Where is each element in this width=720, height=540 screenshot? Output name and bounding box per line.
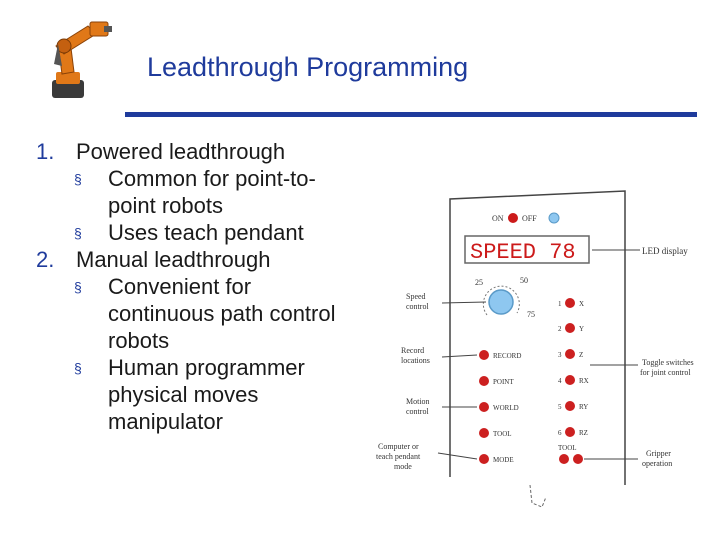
bullet-marker: § — [74, 225, 82, 241]
robot-arm-icon — [52, 21, 112, 98]
teach-pendant-diagram: ON OFF SPEED 78 LED display 25 50 75 Spe… — [376, 190, 694, 508]
sub-item-line: Human programmer — [108, 355, 305, 380]
record-label: RECORD — [493, 352, 521, 360]
mode-callout: teach pendant — [376, 452, 421, 461]
off-led-icon — [548, 212, 560, 224]
sub-item-line: continuous path control — [108, 301, 336, 326]
toggle-callout: Toggle switches — [642, 358, 694, 367]
axis-label: RZ — [579, 429, 588, 437]
led-text: SPEED 78 — [470, 240, 576, 265]
world-label: WORLD — [493, 404, 519, 412]
axis-z-button[interactable] — [565, 349, 575, 359]
gripper-close-button[interactable] — [573, 454, 583, 464]
speed-callout: control — [406, 302, 429, 311]
axis-ry-button[interactable] — [565, 401, 575, 411]
sub-item: § Common for point-to- point robots — [36, 165, 396, 219]
slide-title: Leadthrough Programming — [147, 52, 469, 82]
axis-label: RY — [579, 403, 588, 411]
record-callout: locations — [401, 356, 430, 365]
list-item: 1. Powered leadthrough — [36, 138, 396, 165]
gripper-open-button[interactable] — [559, 454, 569, 464]
sub-item: § Human programmer physical moves manipu… — [36, 354, 396, 435]
led-display — [464, 235, 590, 264]
sub-item: § Uses teach pendant — [36, 219, 396, 246]
title-underline — [125, 112, 697, 117]
motion-callout: control — [406, 407, 429, 416]
speed-dial[interactable] — [488, 289, 514, 315]
sub-item-line: Common for point-to- — [108, 166, 316, 191]
sub-item-line: physical moves — [108, 382, 259, 407]
tool-label: TOOL — [493, 430, 512, 438]
point-label: POINT — [493, 378, 514, 386]
sub-item-line: robots — [108, 328, 170, 353]
axis-number: 4 — [558, 377, 562, 385]
pendant-body — [449, 190, 626, 485]
dial-tick-label: 25 — [475, 278, 483, 287]
axis-label: X — [579, 300, 584, 308]
dial-tick-label: 50 — [520, 276, 528, 285]
record-callout: Record — [401, 346, 424, 355]
axis-number: 6 — [558, 429, 562, 437]
mode-button[interactable] — [479, 454, 489, 464]
axis-y-button[interactable] — [565, 323, 575, 333]
axis-label: Z — [579, 351, 583, 359]
toggle-callout: for joint control — [640, 368, 691, 377]
axis-label: RX — [579, 377, 589, 385]
list-item: 2. Manual leadthrough — [36, 246, 396, 273]
point-button[interactable] — [479, 376, 489, 386]
tool-button[interactable] — [479, 428, 489, 438]
sub-item-line: Convenient for — [108, 274, 252, 299]
motion-callout: Motion — [406, 397, 430, 406]
sub-item-line: manipulator — [108, 409, 223, 434]
item-text: Manual leadthrough — [76, 247, 271, 272]
gripper-label: TOOL — [558, 444, 577, 452]
bullet-marker: § — [74, 279, 82, 295]
sub-item: § Convenient for continuous path control… — [36, 273, 396, 354]
record-button[interactable] — [479, 350, 489, 360]
on-led-icon — [508, 213, 518, 223]
sub-item-line: point robots — [108, 193, 223, 218]
axis-rz-button[interactable] — [565, 427, 575, 437]
axis-number: 5 — [558, 403, 562, 411]
axis-x-button[interactable] — [565, 298, 575, 308]
on-label: ON — [492, 214, 504, 223]
mode-callout: mode — [394, 462, 412, 471]
axis-number: 2 — [558, 325, 562, 333]
button-column-left: RECORD POINT WORLD TOOL MODE — [479, 350, 521, 464]
axis-rx-button[interactable] — [565, 375, 575, 385]
gripper-callout: operation — [642, 459, 672, 468]
item-number: 2. — [36, 247, 55, 272]
bullet-outline: 1. Powered leadthrough § Common for poin… — [36, 138, 396, 435]
item-number: 1. — [36, 139, 55, 164]
item-text: Powered leadthrough — [76, 139, 286, 164]
sub-item-line: Uses teach pendant — [108, 220, 304, 245]
bullet-marker: § — [74, 360, 82, 376]
axis-number: 1 — [558, 300, 562, 308]
off-label: OFF — [522, 214, 537, 223]
button-column-right: 1 X 2 Y 3 Z 4 RX 5 RY 6 RZ TOOL — [558, 298, 589, 464]
bullet-marker: § — [74, 171, 82, 187]
led-display-callout: LED display — [642, 246, 688, 256]
mode-callout: Computer or — [378, 442, 419, 451]
gripper-callout: Gripper — [646, 449, 671, 458]
speed-callout: Speed — [406, 292, 426, 301]
axis-label: Y — [579, 325, 584, 333]
axis-number: 3 — [558, 351, 562, 359]
dial-tick-label: 75 — [527, 310, 535, 319]
pendant-cable — [529, 484, 547, 508]
mode-label: MODE — [493, 456, 514, 464]
world-button[interactable] — [479, 402, 489, 412]
